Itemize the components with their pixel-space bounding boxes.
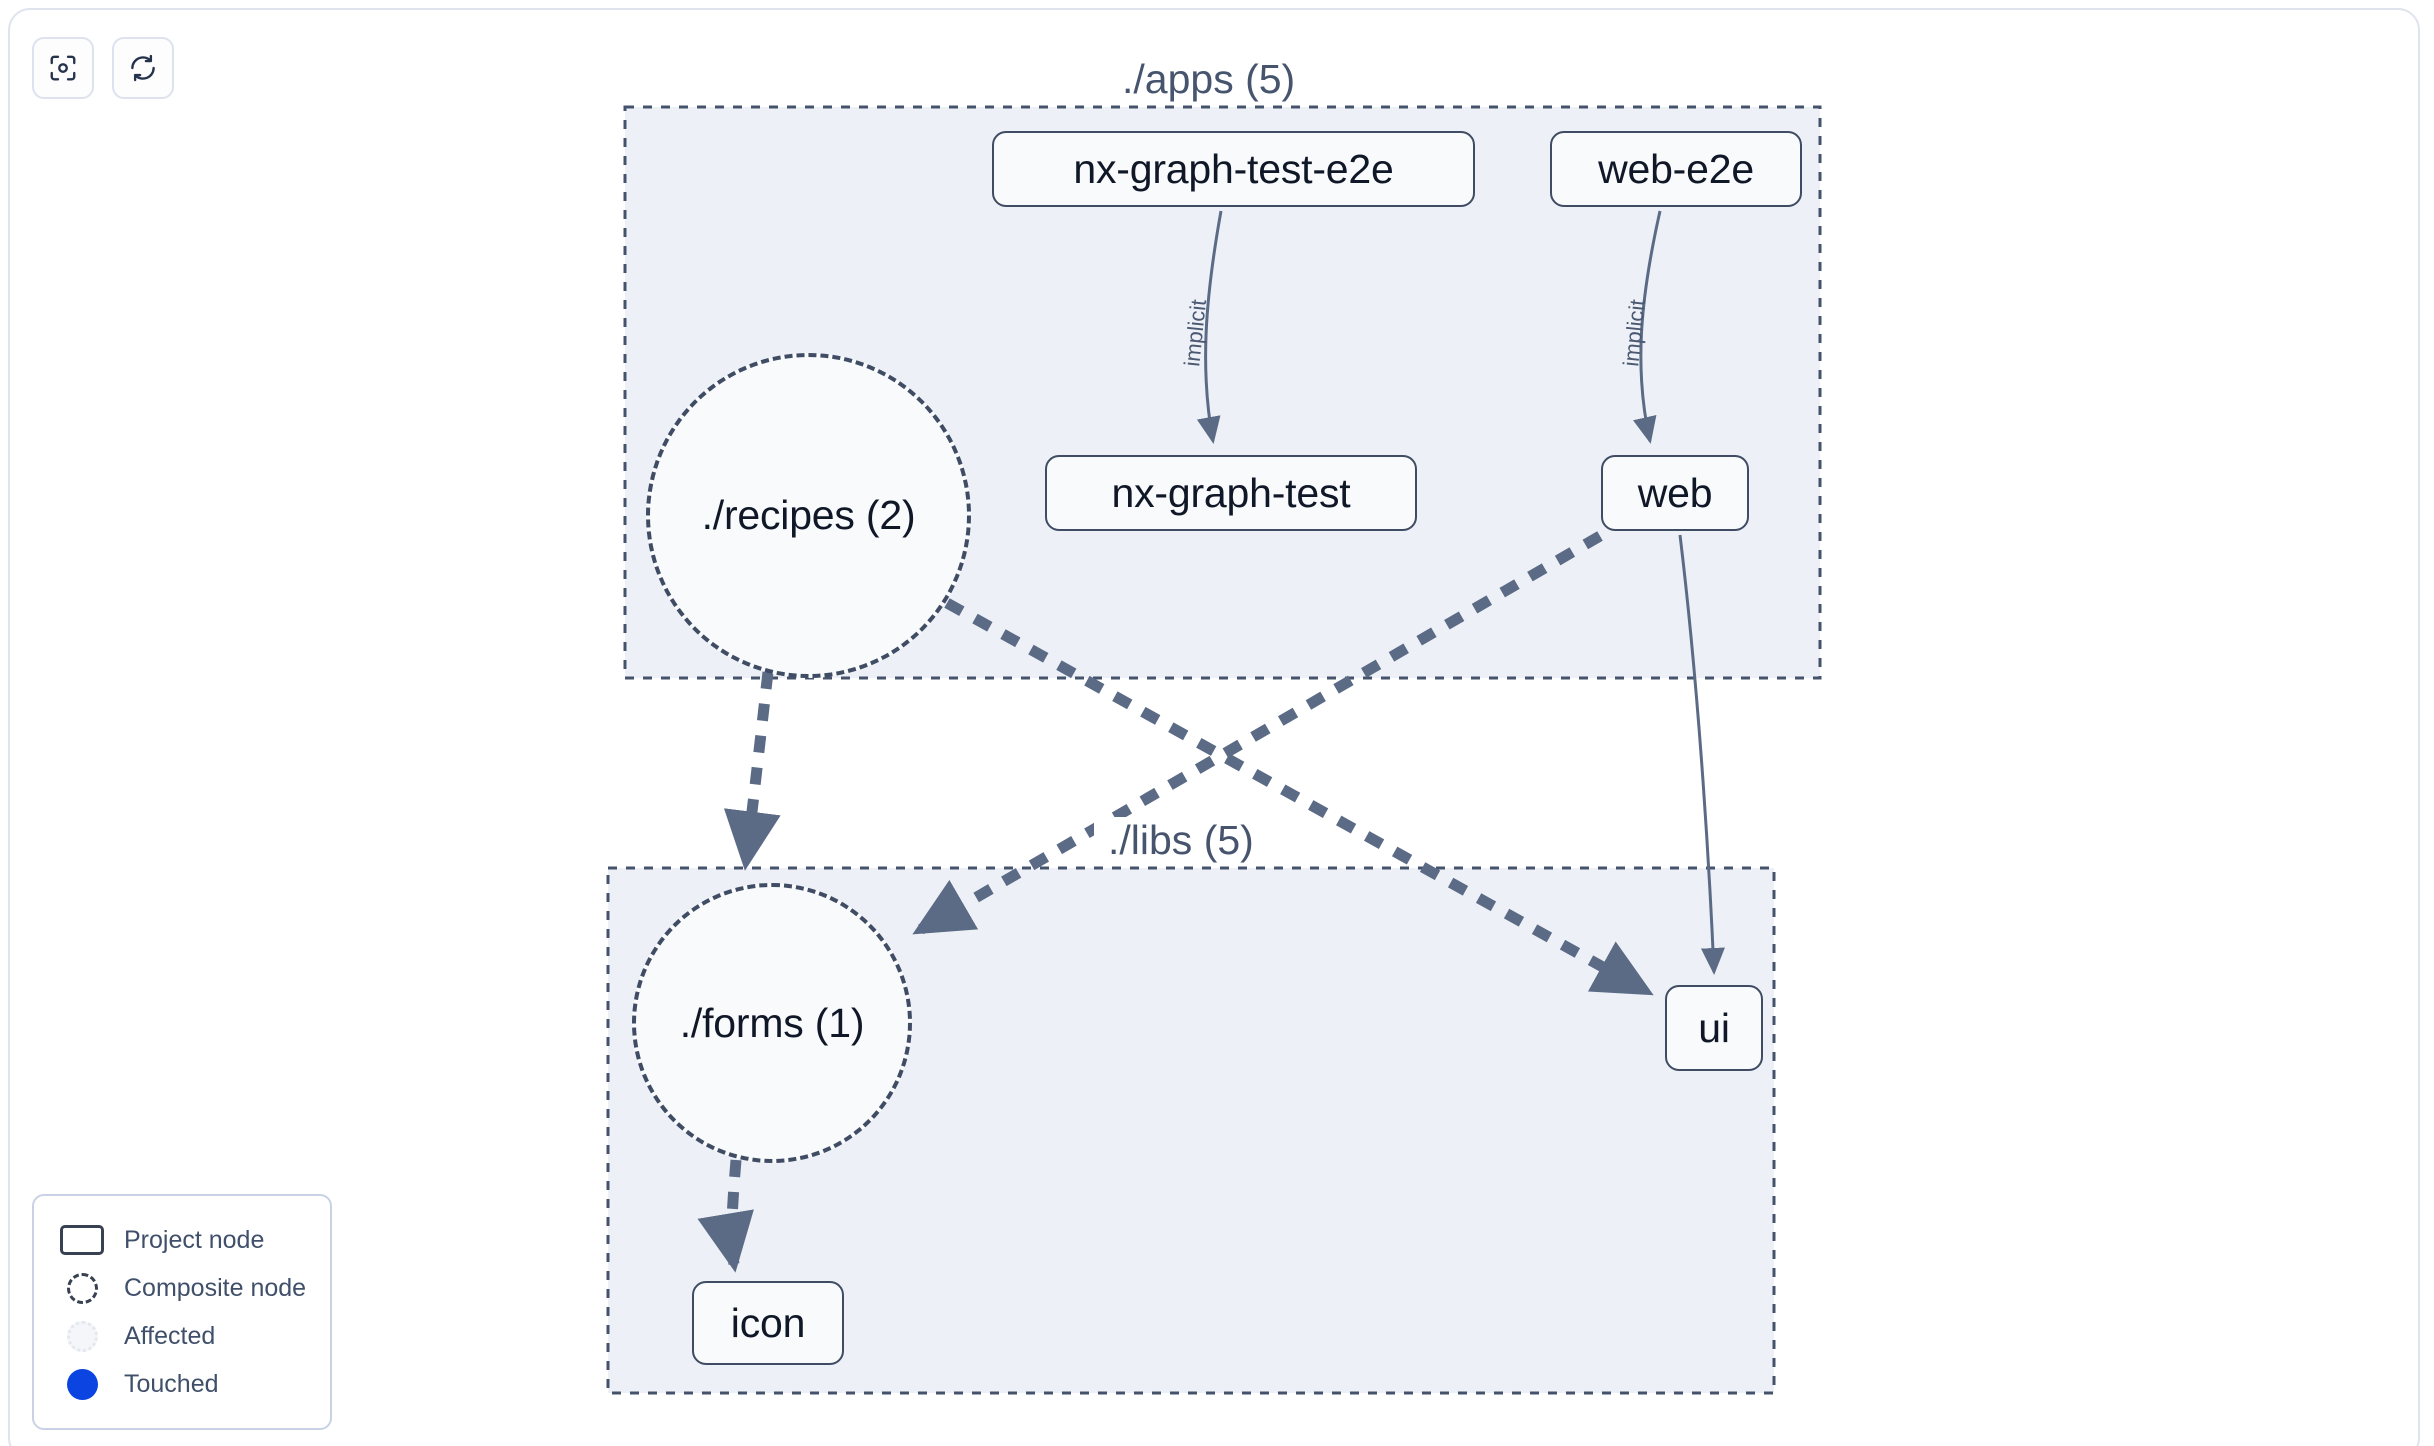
group-label-libs: ./libs (5) [1094, 817, 1268, 864]
legend-label: Affected [124, 1321, 216, 1350]
touched-swatch [56, 1368, 108, 1400]
node-nx-graph-test-e2e[interactable]: nx-graph-test-e2e [992, 131, 1475, 207]
node-label: icon [730, 1299, 806, 1346]
focus-target-icon [48, 53, 78, 83]
edge-web-e2e-to-web [1633, 210, 1662, 444]
edge-forms-to-icon [697, 1159, 754, 1273]
legend-item-project-node: Project node [56, 1216, 308, 1264]
legend-label: Touched [124, 1369, 219, 1398]
node-label: nx-graph-test-e2e [1073, 145, 1394, 192]
edge-recipes-to-ui [944, 598, 1654, 996]
legend-label: Composite node [124, 1273, 307, 1302]
node-label: ui [1698, 1004, 1730, 1051]
legend-label: Project node [124, 1225, 265, 1254]
node-icon[interactable]: icon [692, 1281, 844, 1365]
node-web[interactable]: web [1601, 455, 1749, 531]
legend-item-touched: Touched [56, 1360, 308, 1408]
node-ui[interactable]: ui [1665, 985, 1763, 1071]
node-label: ./recipes (2) [701, 492, 916, 538]
group-label-apps: ./apps (5) [1108, 56, 1310, 103]
node-label: ./forms (1) [679, 999, 865, 1046]
node-label: web [1637, 469, 1713, 516]
affected-swatch [56, 1320, 108, 1352]
focus-graph-button[interactable] [32, 37, 94, 99]
node-recipes[interactable]: ./recipes (2) [646, 353, 971, 678]
edge-recipes-to-forms [723, 671, 781, 871]
node-label: web-e2e [1598, 145, 1754, 192]
edge-web-to-forms [912, 531, 1603, 935]
refresh-graph-button[interactable] [112, 37, 174, 99]
project-node-swatch [56, 1225, 108, 1255]
legend-item-composite-node: Composite node [56, 1264, 308, 1312]
edge-nx-graph-test-e2e-to-nx-graph-test [1196, 210, 1223, 444]
node-label: nx-graph-test [1111, 469, 1351, 516]
node-forms[interactable]: ./forms (1) [632, 883, 912, 1163]
node-nx-graph-test[interactable]: nx-graph-test [1045, 455, 1417, 531]
graph-toolbar [32, 37, 174, 99]
refresh-icon [128, 53, 158, 83]
graph-legend: Project node Composite node Affected Tou… [32, 1194, 332, 1430]
legend-item-affected: Affected [56, 1312, 308, 1360]
node-web-e2e[interactable]: web-e2e [1550, 131, 1802, 207]
edge-web-to-ui [1678, 534, 1725, 975]
composite-node-swatch [56, 1272, 108, 1304]
